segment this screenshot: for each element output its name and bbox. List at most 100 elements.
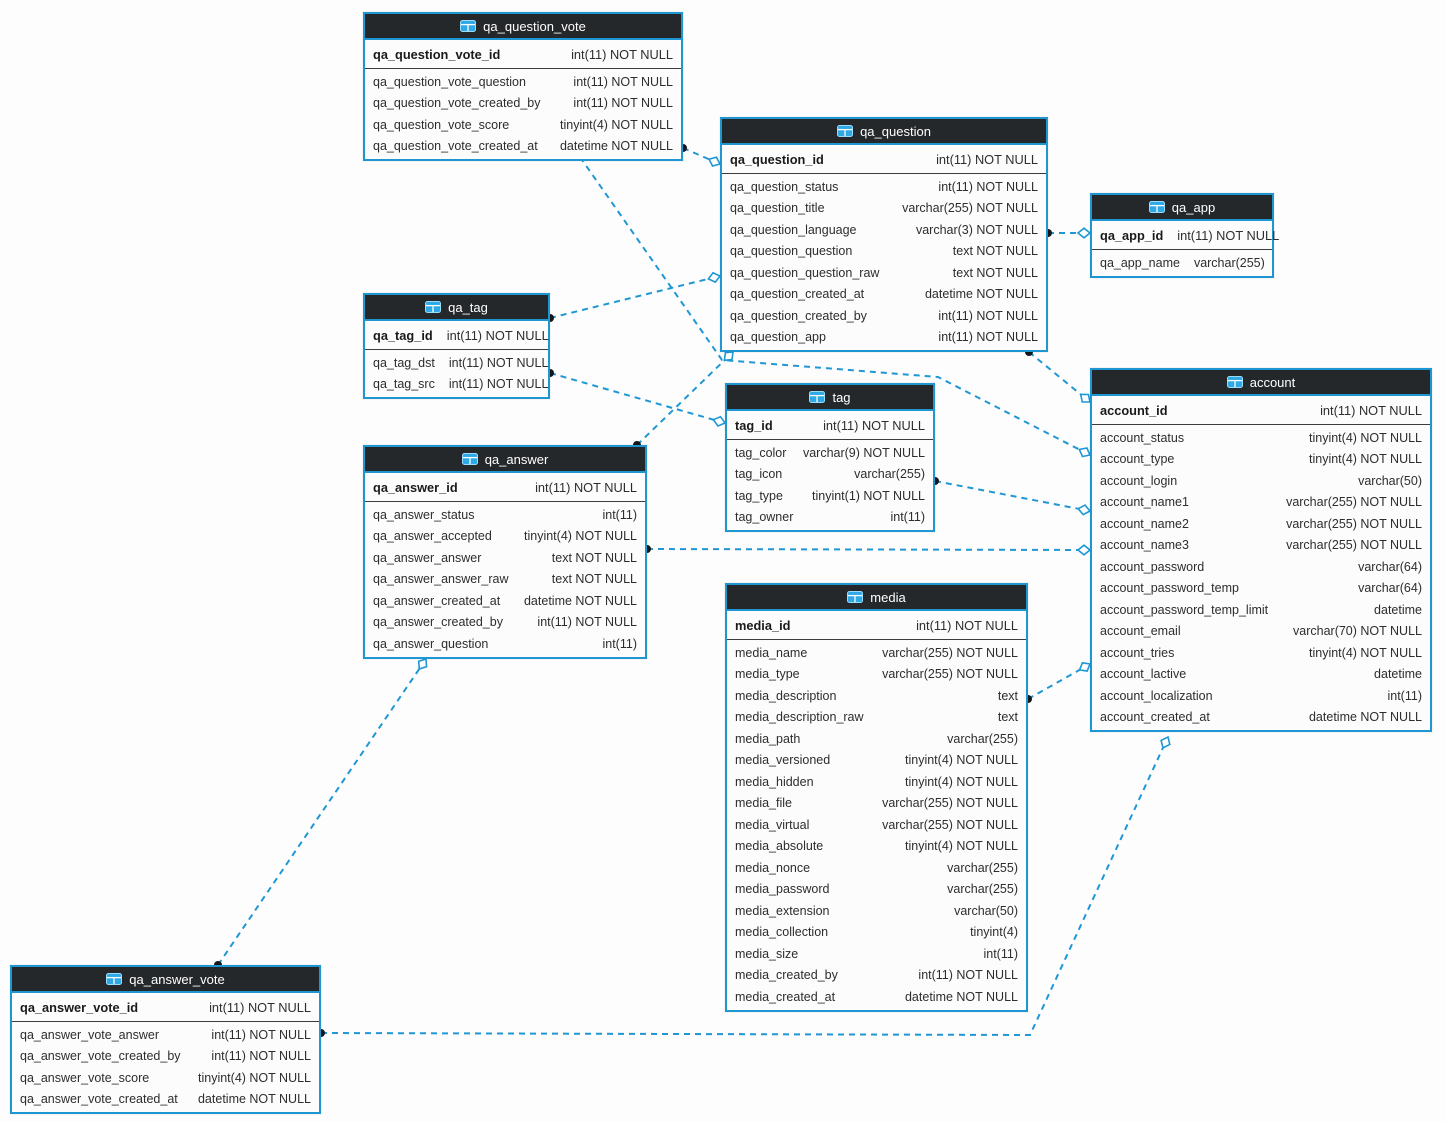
table-header[interactable]: tag xyxy=(727,385,933,411)
relationship-connector-tag-account[interactable] xyxy=(931,477,1092,516)
table-header[interactable]: qa_question_vote xyxy=(365,14,681,40)
relationship-connector-qa_question_vote-qa_question[interactable] xyxy=(679,144,722,167)
relationship-connector-qa_question-account[interactable] xyxy=(1025,348,1091,403)
table-header[interactable]: qa_app xyxy=(1092,195,1272,221)
relationship-connector-qa_answer-account[interactable] xyxy=(643,544,1092,556)
table-header[interactable]: qa_question xyxy=(722,119,1046,145)
table-header[interactable]: media xyxy=(727,585,1026,611)
relationship-connector-qa_question-qa_app[interactable] xyxy=(1044,227,1092,239)
relationship-connector-qa_answer_vote-account[interactable] xyxy=(317,735,1171,1037)
relationship-connector-qa_answer_vote-qa_answer[interactable] xyxy=(214,657,428,969)
relationship-connector-qa_tag-tag[interactable] xyxy=(546,369,727,427)
table-header[interactable]: qa_answer_vote xyxy=(12,967,319,993)
table-header[interactable]: account xyxy=(1092,370,1430,396)
relationship-connector-qa_tag-qa_question[interactable] xyxy=(546,271,722,322)
column-name: media_versioned xyxy=(735,753,831,768)
relationship-connector-media-account[interactable] xyxy=(1024,661,1092,703)
table-header[interactable]: qa_tag xyxy=(365,295,548,321)
table-header[interactable]: qa_answer xyxy=(365,447,645,473)
